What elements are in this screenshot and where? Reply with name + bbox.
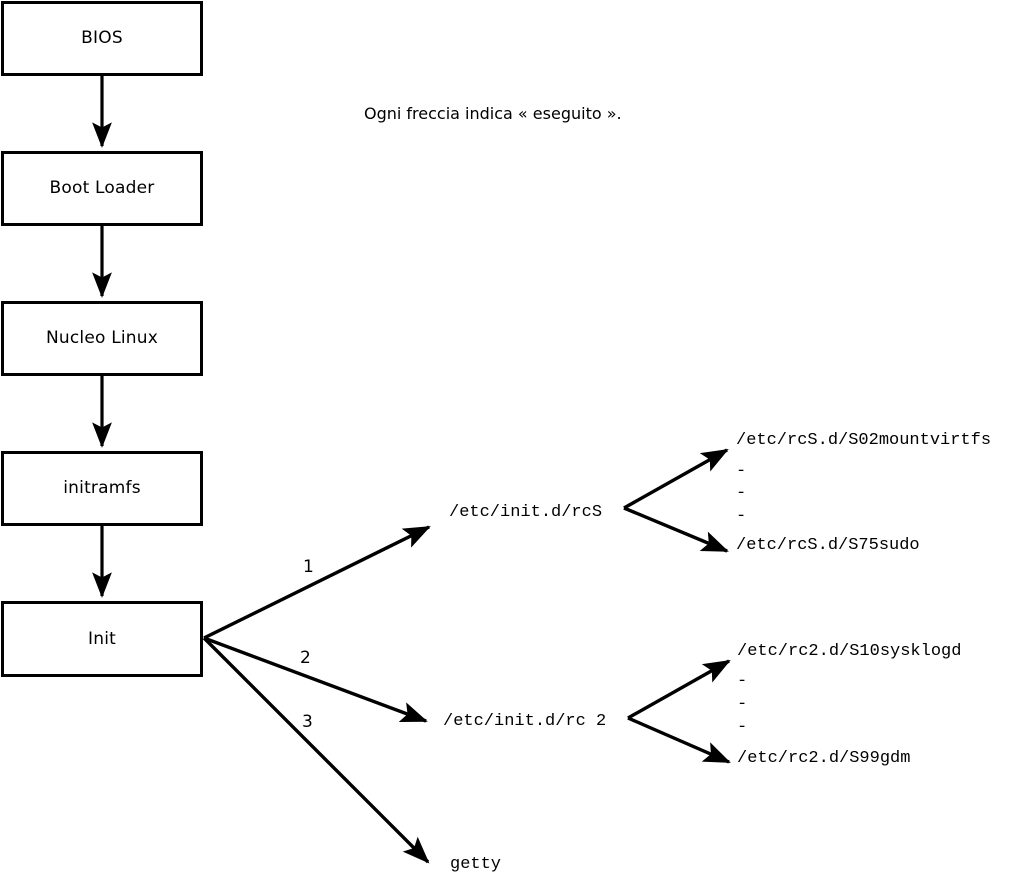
label-etc-init-d-rcs[interactable]: /etc/init.d/rcS	[449, 503, 603, 522]
label-rcs-first-script[interactable]: /etc/rcS.d/S02mountvirtfs	[736, 431, 992, 450]
node-bios-label: BIOS	[81, 28, 123, 48]
label-rc2-first-script[interactable]: /etc/rc2.d/S10sysklogd	[737, 642, 962, 661]
legend-caption: Ogni freccia indica « eseguito ».	[364, 104, 622, 123]
node-nucleo-linux-label: Nucleo Linux	[45, 328, 159, 348]
arrow-rc2-to-first-script	[627, 659, 731, 720]
node-boot-loader[interactable]: Boot Loader	[1, 151, 203, 226]
arrow-rc2-to-last-script	[627, 716, 731, 764]
rcs-ellipsis-dash-1: -	[736, 462, 747, 481]
node-boot-loader-label: Boot Loader	[49, 178, 155, 198]
node-bios[interactable]: BIOS	[1, 1, 203, 76]
rc2-ellipsis-dash-1: -	[737, 672, 748, 691]
node-init-label: Init	[88, 628, 116, 649]
node-nucleo-linux[interactable]: Nucleo Linux	[1, 301, 203, 376]
rc2-ellipsis-dash-3: -	[737, 718, 748, 737]
label-etc-init-d-rc-2[interactable]: /etc/init.d/rc 2	[443, 712, 607, 731]
branch-number-3: 3	[302, 712, 313, 732]
node-init[interactable]: Init	[1, 601, 203, 677]
rcs-ellipsis-dash-2: -	[736, 484, 747, 503]
node-initramfs-label: initramfs	[63, 478, 141, 498]
label-rcs-last-script[interactable]: /etc/rcS.d/S75sudo	[736, 536, 920, 555]
arrow-rcs-to-first-script	[623, 448, 729, 510]
arrow-init-branch-1	[203, 525, 431, 640]
arrow-init-branch-2	[203, 636, 428, 723]
arrow-init-branch-3	[202, 636, 430, 864]
label-rc2-last-script[interactable]: /etc/rc2.d/S99gdm	[737, 749, 911, 768]
arrow-rcs-to-last-script	[623, 506, 729, 553]
rc2-ellipsis-dash-2: -	[737, 695, 748, 714]
label-getty[interactable]: getty	[450, 855, 502, 874]
branch-number-2: 2	[300, 648, 311, 668]
rcs-ellipsis-dash-3: -	[736, 507, 747, 526]
node-initramfs[interactable]: initramfs	[1, 451, 203, 526]
branch-number-1: 1	[303, 557, 314, 577]
